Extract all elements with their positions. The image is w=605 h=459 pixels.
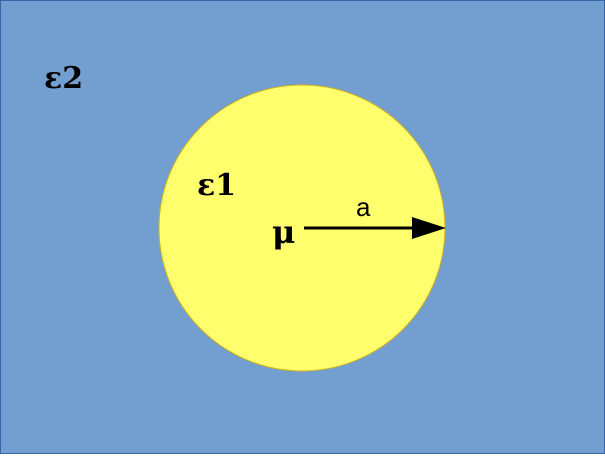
center-dipole-label: μ [272,213,295,251]
outer-medium-label: ε2 [44,61,83,96]
radius-arrow-head [412,217,446,239]
inner-medium-label: ε1 [197,168,236,203]
radius-label: a [356,192,371,222]
